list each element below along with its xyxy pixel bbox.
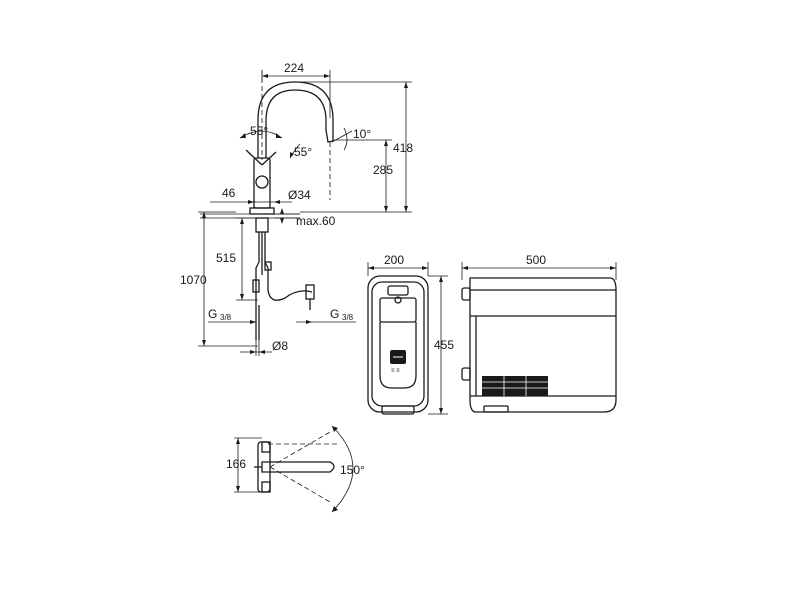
unit-side-view <box>461 277 617 413</box>
dim-label: 1070 <box>180 273 207 287</box>
dim-label: 500 <box>526 253 546 267</box>
dim-418: 418 <box>300 81 413 213</box>
dim-label: 10° <box>353 127 371 141</box>
dim-55-degree: 55° 55° <box>239 124 312 159</box>
dim-label: 46 <box>222 186 236 200</box>
dim-label: 285 <box>373 163 393 177</box>
dim-thread-left: G 3/8 <box>208 307 256 324</box>
dim-label: G <box>330 307 339 321</box>
dim-label: G <box>208 307 217 321</box>
dim-label: 455 <box>434 338 454 352</box>
dim-diameter-8: Ø8 <box>240 339 288 356</box>
dim-label: 200 <box>384 253 404 267</box>
unit-front-view: ≡ ≡ <box>367 275 429 415</box>
dim-diameter-34: Ø34 <box>250 188 311 204</box>
dim-label: 150° <box>340 463 365 477</box>
dim-285: 285 <box>334 139 393 212</box>
dim-label: 55° <box>250 124 268 138</box>
dim-1070: 1070 <box>180 211 258 347</box>
faucet-front-view <box>200 70 334 340</box>
dim-166: 166 <box>226 437 262 493</box>
dim-label: 224 <box>284 61 304 75</box>
dim-46: 46 <box>210 186 255 208</box>
dim-200: 200 <box>367 253 429 276</box>
dim-224: 224 <box>261 61 331 118</box>
dim-label: Ø34 <box>288 188 311 202</box>
dim-label: 3/8 <box>220 313 232 322</box>
dim-label: Ø8 <box>272 339 288 353</box>
dim-label: 3/8 <box>342 313 354 322</box>
dim-thread-right: G 3/8 <box>296 307 356 324</box>
vent-grille <box>482 376 548 396</box>
dim-label: 515 <box>216 251 236 265</box>
dim-10-degree: 10° <box>331 127 371 151</box>
svg-text:≡ ≡: ≡ ≡ <box>391 368 400 374</box>
dim-515: 515 <box>216 217 258 301</box>
dim-label: 418 <box>393 141 413 155</box>
dim-label: max.60 <box>296 214 336 228</box>
dim-label: 166 <box>226 457 246 471</box>
dim-max-60: max.60 <box>274 208 336 228</box>
faucet-top-view <box>254 431 340 503</box>
dim-500: 500 <box>461 253 617 280</box>
dim-150-degree: 150° <box>331 425 365 513</box>
dim-label: 55° <box>294 145 312 159</box>
dim-455: 455 <box>428 275 454 415</box>
